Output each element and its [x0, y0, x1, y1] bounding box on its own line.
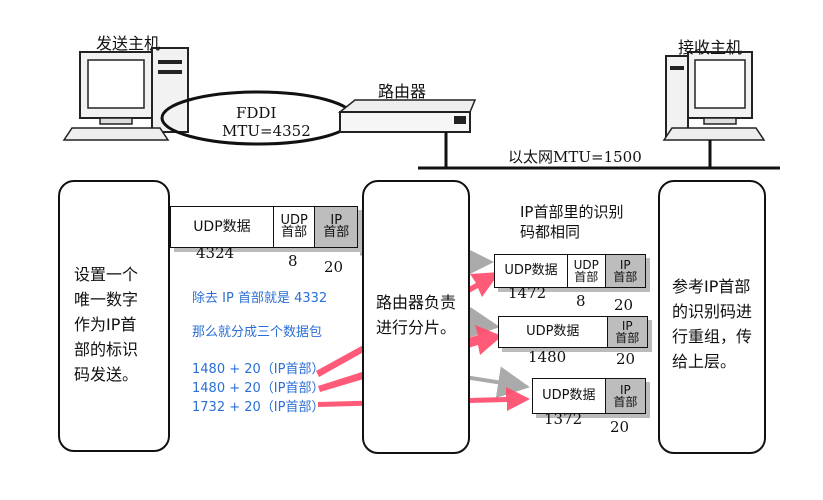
frag1-udp-data-cell: UDP数据 [495, 255, 568, 287]
ethernet-mtu-label: 以太网MTU=1500 [508, 148, 642, 166]
receiver-note-box [658, 180, 766, 454]
sender-note-text: 设置一个 唯一数字 作为IP首 部的标识 码发送。 [74, 265, 139, 384]
frag1-ip-header-size: 20 [614, 296, 634, 314]
frag3-data-size: 1372 [544, 410, 583, 428]
frag1-data-size: 1472 [508, 284, 547, 302]
frag3-ip-header-size: 20 [610, 418, 630, 436]
annotation-calc-3: 1732 + 20（IP首部） [192, 400, 325, 415]
annotation-calc-1: 1480 + 20（IP首部） [192, 362, 325, 377]
frag2-data-size: 1480 [528, 348, 567, 366]
annotation-calc-2: 1480 + 20（IP首部） [192, 381, 325, 396]
frag2-ip-header-size: 20 [616, 350, 636, 368]
router-label: 路由器 [378, 82, 427, 101]
identification-note: IP首部里的识别 码都相同 [520, 203, 624, 241]
original-udp-header-size: 8 [288, 252, 298, 270]
frag3-udp-data-cell: UDP数据 [533, 379, 606, 413]
fddi-mtu-label: MTU=4352 [222, 122, 311, 140]
sender-computer-icon [62, 47, 189, 141]
annotation-split: 那么就分成三个数据包 [192, 325, 323, 340]
receiver-note-text: 参考IP首部 的识别码进 行重组，传 给上层。 [672, 277, 753, 371]
fddi-label: FDDI [236, 104, 277, 122]
sender-note-box [58, 180, 170, 452]
frag2-udp-data-cell: UDP数据 [499, 317, 608, 347]
router-icon [337, 99, 477, 133]
receiver-computer-icon [662, 51, 766, 141]
annotation-total: 除去 IP 首部就是 4332 [192, 291, 328, 306]
original-ip-header-size: 20 [324, 258, 344, 276]
frag1-udp-header-size: 8 [576, 292, 586, 310]
router-note-text: 路由器负责 进行分片。 [376, 293, 457, 337]
sender-label: 发送主机 [96, 34, 161, 53]
receiver-label: 接收主机 [678, 38, 743, 57]
udp-data-cell: UDP数据 [171, 207, 274, 247]
original-data-size: 4324 [196, 244, 235, 262]
router-note-box [362, 180, 470, 454]
